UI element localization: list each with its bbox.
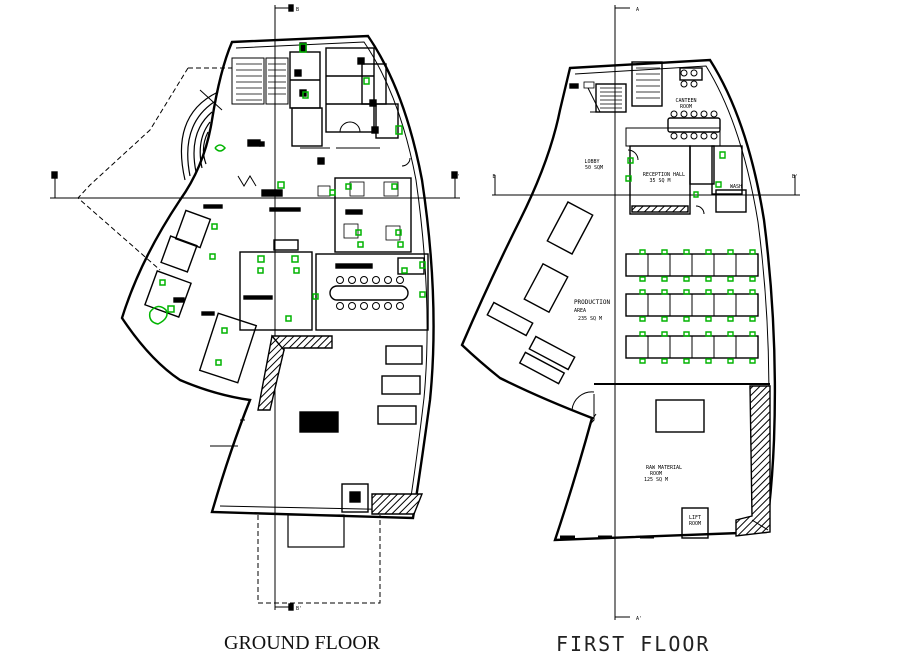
- first-floor-chairs: [670, 69, 718, 140]
- first-floor-labels: A A' B B' CANTEEN ROOM LOBBY 50 SQM RECE…: [492, 7, 798, 622]
- ff-marker-bottom: A': [636, 616, 642, 622]
- lobby-label-1: LOBBY: [584, 159, 599, 165]
- canteen-label-1: CANTEEN: [675, 98, 696, 104]
- lift-label-2: ROOM: [689, 521, 701, 527]
- ff-marker-right: B': [792, 174, 798, 180]
- ff-marker-left: B: [492, 174, 495, 180]
- raw-label-2: ROOM: [650, 471, 662, 477]
- reception-label-2: 35 SQ M: [649, 178, 670, 184]
- raw-label-1: RAW MATERIAL: [646, 465, 682, 471]
- first-floor-title: FIRST FLOOR: [556, 632, 711, 656]
- ground-floor-section-markers: B B' A A': [53, 7, 460, 612]
- production-label-1: PRODUCTION: [574, 299, 611, 306]
- production-label-2: AREA: [574, 308, 586, 314]
- production-label-3: 235 SQ M: [578, 316, 602, 322]
- reception-label-1: RECEPTION HALL: [643, 172, 685, 178]
- first-floor-furniture: [625, 151, 756, 364]
- ground-floor-chairs: [336, 276, 404, 310]
- raw-label-3: 125 SQ M: [644, 477, 668, 483]
- ground-floor-plan: [50, 4, 460, 611]
- first-floor-plan: [460, 5, 800, 620]
- canteen-label-2: ROOM: [680, 104, 692, 110]
- gf-marker-top: B: [296, 7, 299, 13]
- lobby-label-2: 50 SQM: [585, 165, 603, 171]
- wash-label: WASH: [730, 184, 742, 190]
- ff-marker-top: A: [636, 7, 639, 13]
- gf-marker-right: A': [454, 174, 460, 180]
- ground-floor-furniture: [148, 43, 426, 366]
- lift-label-1: LIFT: [689, 515, 701, 521]
- gf-marker-bottom: B': [296, 606, 302, 612]
- ground-floor-title: GROUND FLOOR: [224, 632, 381, 654]
- gf-marker-left: A: [53, 174, 56, 180]
